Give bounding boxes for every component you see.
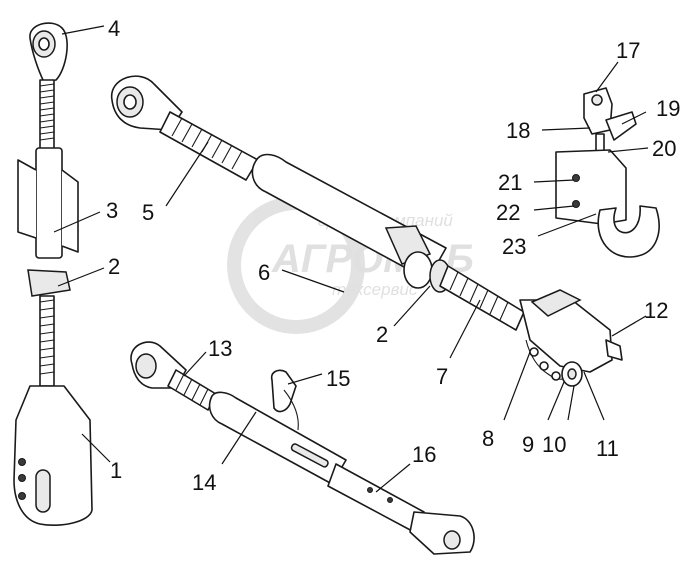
watermark-line3: техсервис [332,280,418,299]
callout-1: 1 [110,458,122,483]
callout-21: 21 [498,170,522,195]
lower-link-screw [167,369,217,411]
callout-5: 5 [142,200,154,225]
callout-4: 4 [108,16,120,41]
callout-15: 15 [326,366,350,391]
hook-body [519,299,613,373]
callout-14: 14 [192,470,216,495]
callout-2b: 2 [376,322,388,347]
callouts: 1 2 2 3 4 5 6 7 8 9 10 11 12 13 14 15 16… [106,16,680,495]
clevis-fork [13,385,93,526]
lock-nut [27,269,71,297]
detail-hook-jaw [597,205,660,258]
callout-17: 17 [616,38,640,63]
lower-link-clip [270,369,297,413]
tube-handle [17,159,37,239]
lower-link-clevis [409,511,475,555]
latch-lever [605,111,637,141]
tube-slot [290,443,329,468]
callout-16: 16 [412,442,436,467]
callout-22: 22 [496,200,520,225]
callout-2a: 2 [108,254,120,279]
callout-18: 18 [506,118,530,143]
callout-7: 7 [436,364,448,389]
callout-8: 8 [482,426,494,451]
callout-12: 12 [644,298,668,323]
top-link [111,75,623,387]
callout-20: 20 [652,136,676,161]
top-link-thread-end [439,265,525,331]
fork-slot [35,469,51,513]
detail-hook-body [555,149,627,225]
callout-9: 9 [522,432,534,457]
top-link-screw [159,111,259,181]
left-lift-rod [13,22,93,526]
callout-19: 19 [656,96,680,121]
hook-bolt [605,339,623,361]
callout-3: 3 [106,198,118,223]
lower-link [130,341,475,555]
callout-6: 6 [258,260,270,285]
lower-link-bar [327,463,425,533]
callout-11: 11 [596,436,619,461]
adjusting-tube [35,147,63,259]
callout-23: 23 [502,234,526,259]
leader-lines [53,25,649,493]
callout-10: 10 [542,432,566,457]
callout-13: 13 [208,336,232,361]
